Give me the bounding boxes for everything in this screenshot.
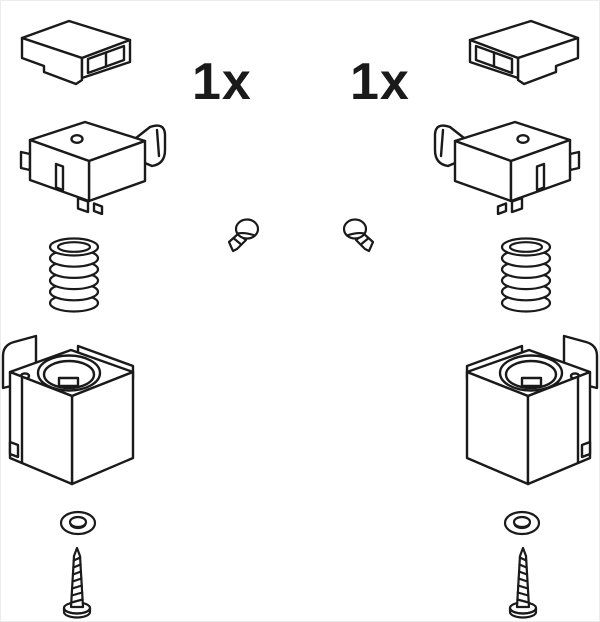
quantity-label-right: 1x: [350, 53, 410, 111]
coil-spring-drawing-right: [498, 236, 554, 314]
hinge-cup-housing-drawing-left: [0, 316, 135, 494]
screw-drawing-left: [60, 544, 94, 622]
screw-drawing-right: [506, 544, 540, 622]
washer-drawing-right: [502, 508, 542, 538]
washer-drawing-left: [58, 508, 98, 538]
mounting-clip-drawing-left: [18, 110, 168, 215]
rivet-pin-drawing-right: [342, 216, 378, 254]
quantity-label-left: 1x: [192, 53, 252, 111]
coil-spring-drawing-left: [46, 236, 102, 314]
rivet-pin-drawing-left: [224, 216, 260, 254]
end-cap-drawing-right: [464, 14, 584, 94]
hinge-cup-housing-drawing-right: [465, 316, 600, 494]
end-cap-drawing-left: [16, 14, 136, 94]
mounting-clip-drawing-right: [432, 110, 582, 215]
